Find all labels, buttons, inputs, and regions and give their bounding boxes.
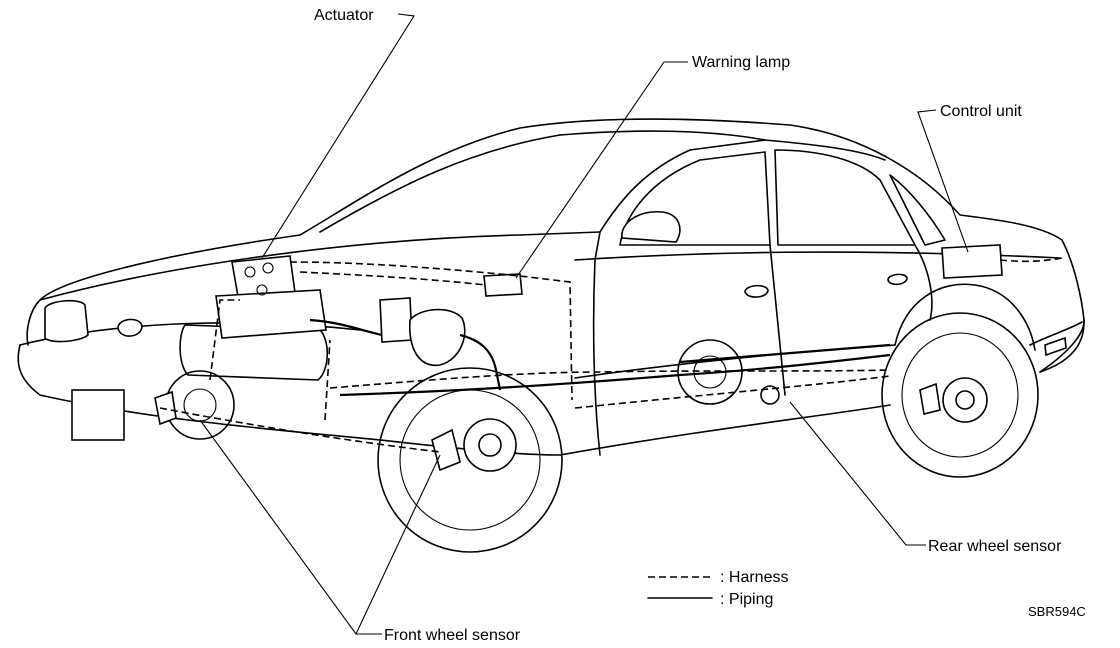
label-front-wheel-sensor: Front wheel sensor	[384, 627, 521, 644]
leader-lines	[199, 13, 969, 635]
warning-lamp-icon	[483, 273, 523, 297]
front-wheel	[377, 367, 563, 553]
rear-wheel	[881, 312, 1039, 478]
legend-piping-label: : Piping	[720, 591, 773, 608]
rear-sensor	[760, 385, 780, 405]
piping-lines	[309, 318, 891, 397]
actuator-unit	[215, 255, 327, 339]
legend: : Harness : Piping	[647, 569, 788, 608]
figure-code: SBR594C	[1028, 604, 1086, 619]
front-left-wheel	[154, 370, 235, 440]
label-control-unit: Control unit	[940, 103, 1022, 120]
car-body	[17, 118, 1085, 456]
label-actuator: Actuator	[314, 7, 374, 24]
control-unit-box	[941, 244, 1003, 279]
legend-harness-label: : Harness	[720, 569, 788, 586]
master-cylinder	[379, 297, 466, 367]
label-rear-wheel-sensor: Rear wheel sensor	[928, 538, 1062, 555]
harness-lines	[159, 257, 1063, 453]
label-warning-lamp: Warning lamp	[692, 54, 790, 71]
